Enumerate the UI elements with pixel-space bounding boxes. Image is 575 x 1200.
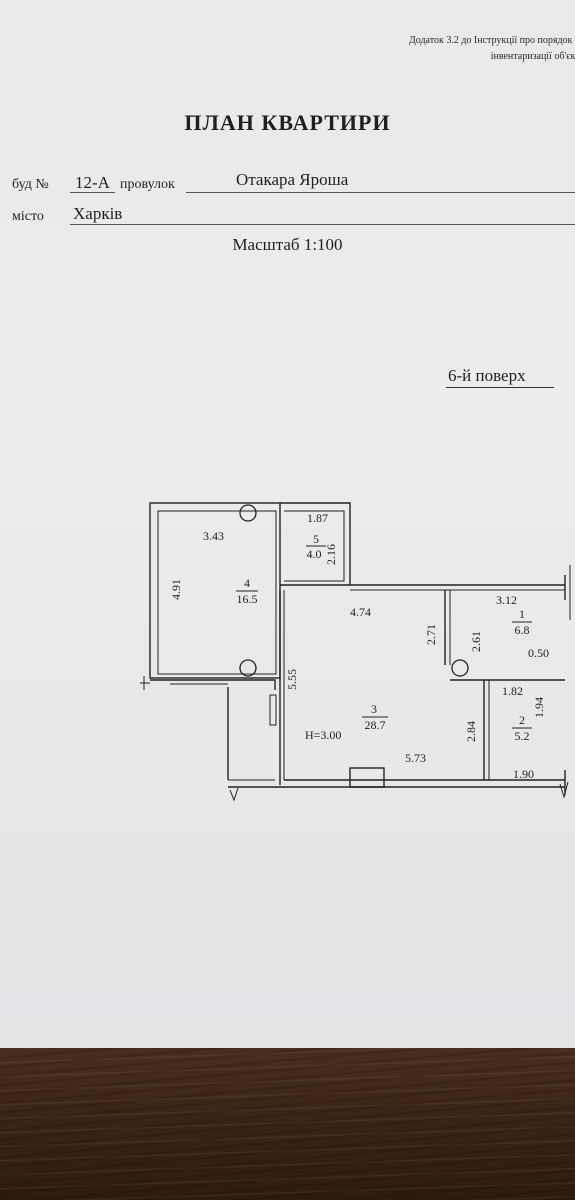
room3-area: 28.7 [365,718,386,732]
dim-room2-width-bottom: 1.90 [513,767,534,781]
dim-room4-height: 4.91 [169,579,183,600]
floor-plan: 3.43 4.91 4 16.5 1.87 5 4.0 2.16 4.74 5.… [140,502,571,802]
building-underline [70,192,115,193]
dim-room5-height: 2.16 [324,544,338,565]
city-label: місто [12,209,44,224]
room2-number: 2 [519,713,525,727]
city-name: Харків [73,204,123,223]
street-underline [186,192,575,193]
door-circle-room4-top [239,504,257,522]
building-label: буд № [12,177,49,192]
room5-area: 4.0 [307,547,322,561]
appendix-note-line1: Додаток 3.2 до Інструкції про порядок пр… [408,35,575,46]
room1-area: 6.8 [515,623,530,637]
dim-room3-left: 5.55 [285,669,299,690]
scale-label: Масштаб 1:100 [232,235,343,254]
dim-room3-right-lower: 2.84 [464,721,478,742]
room5-number: 5 [313,532,319,546]
city-underline [70,224,575,225]
building-number: 12-А [75,173,110,192]
plan-walls [140,502,571,802]
dim-room3-top: 4.74 [350,605,371,619]
room4-area: 16.5 [237,592,258,606]
door-circle-room4-bottom [239,659,257,677]
dim-room1-offset: 0.50 [528,646,549,660]
document-sheet: Додаток 3.2 до Інструкції про порядок пр… [0,0,575,1048]
street-name: Отакара Яроша [236,170,349,189]
floor-label: 6-й поверх [448,366,526,385]
appendix-note: Додаток 3.2 до Інструкції про порядок пр… [409,33,575,65]
room3-number: 3 [371,702,377,716]
dim-room5-width: 1.87 [307,511,328,525]
appendix-note-line2: інвентаризації об'єктів н [490,51,575,62]
dim-room4-width: 3.43 [203,529,224,543]
page-title: ПЛАН КВАРТИРИ [184,110,391,135]
dim-room1-height: 2.61 [469,631,483,652]
room4-number: 4 [244,576,250,590]
dim-room3-bottom: 5.73 [405,751,426,765]
dim-room2-width-top: 1.82 [502,684,523,698]
wooden-table-background [0,1048,575,1200]
ceiling-height: Н=3.00 [305,728,341,742]
dim-room1-width: 3.12 [496,593,517,607]
door-circle-room1 [451,659,469,677]
street-type-label: провулок [120,177,175,192]
floor-underline [446,387,554,388]
room1-number: 1 [519,607,525,621]
dim-room2-height: 1.94 [532,697,546,718]
room2-area: 5.2 [515,729,530,743]
dim-room3-right-upper: 2.71 [424,624,438,645]
